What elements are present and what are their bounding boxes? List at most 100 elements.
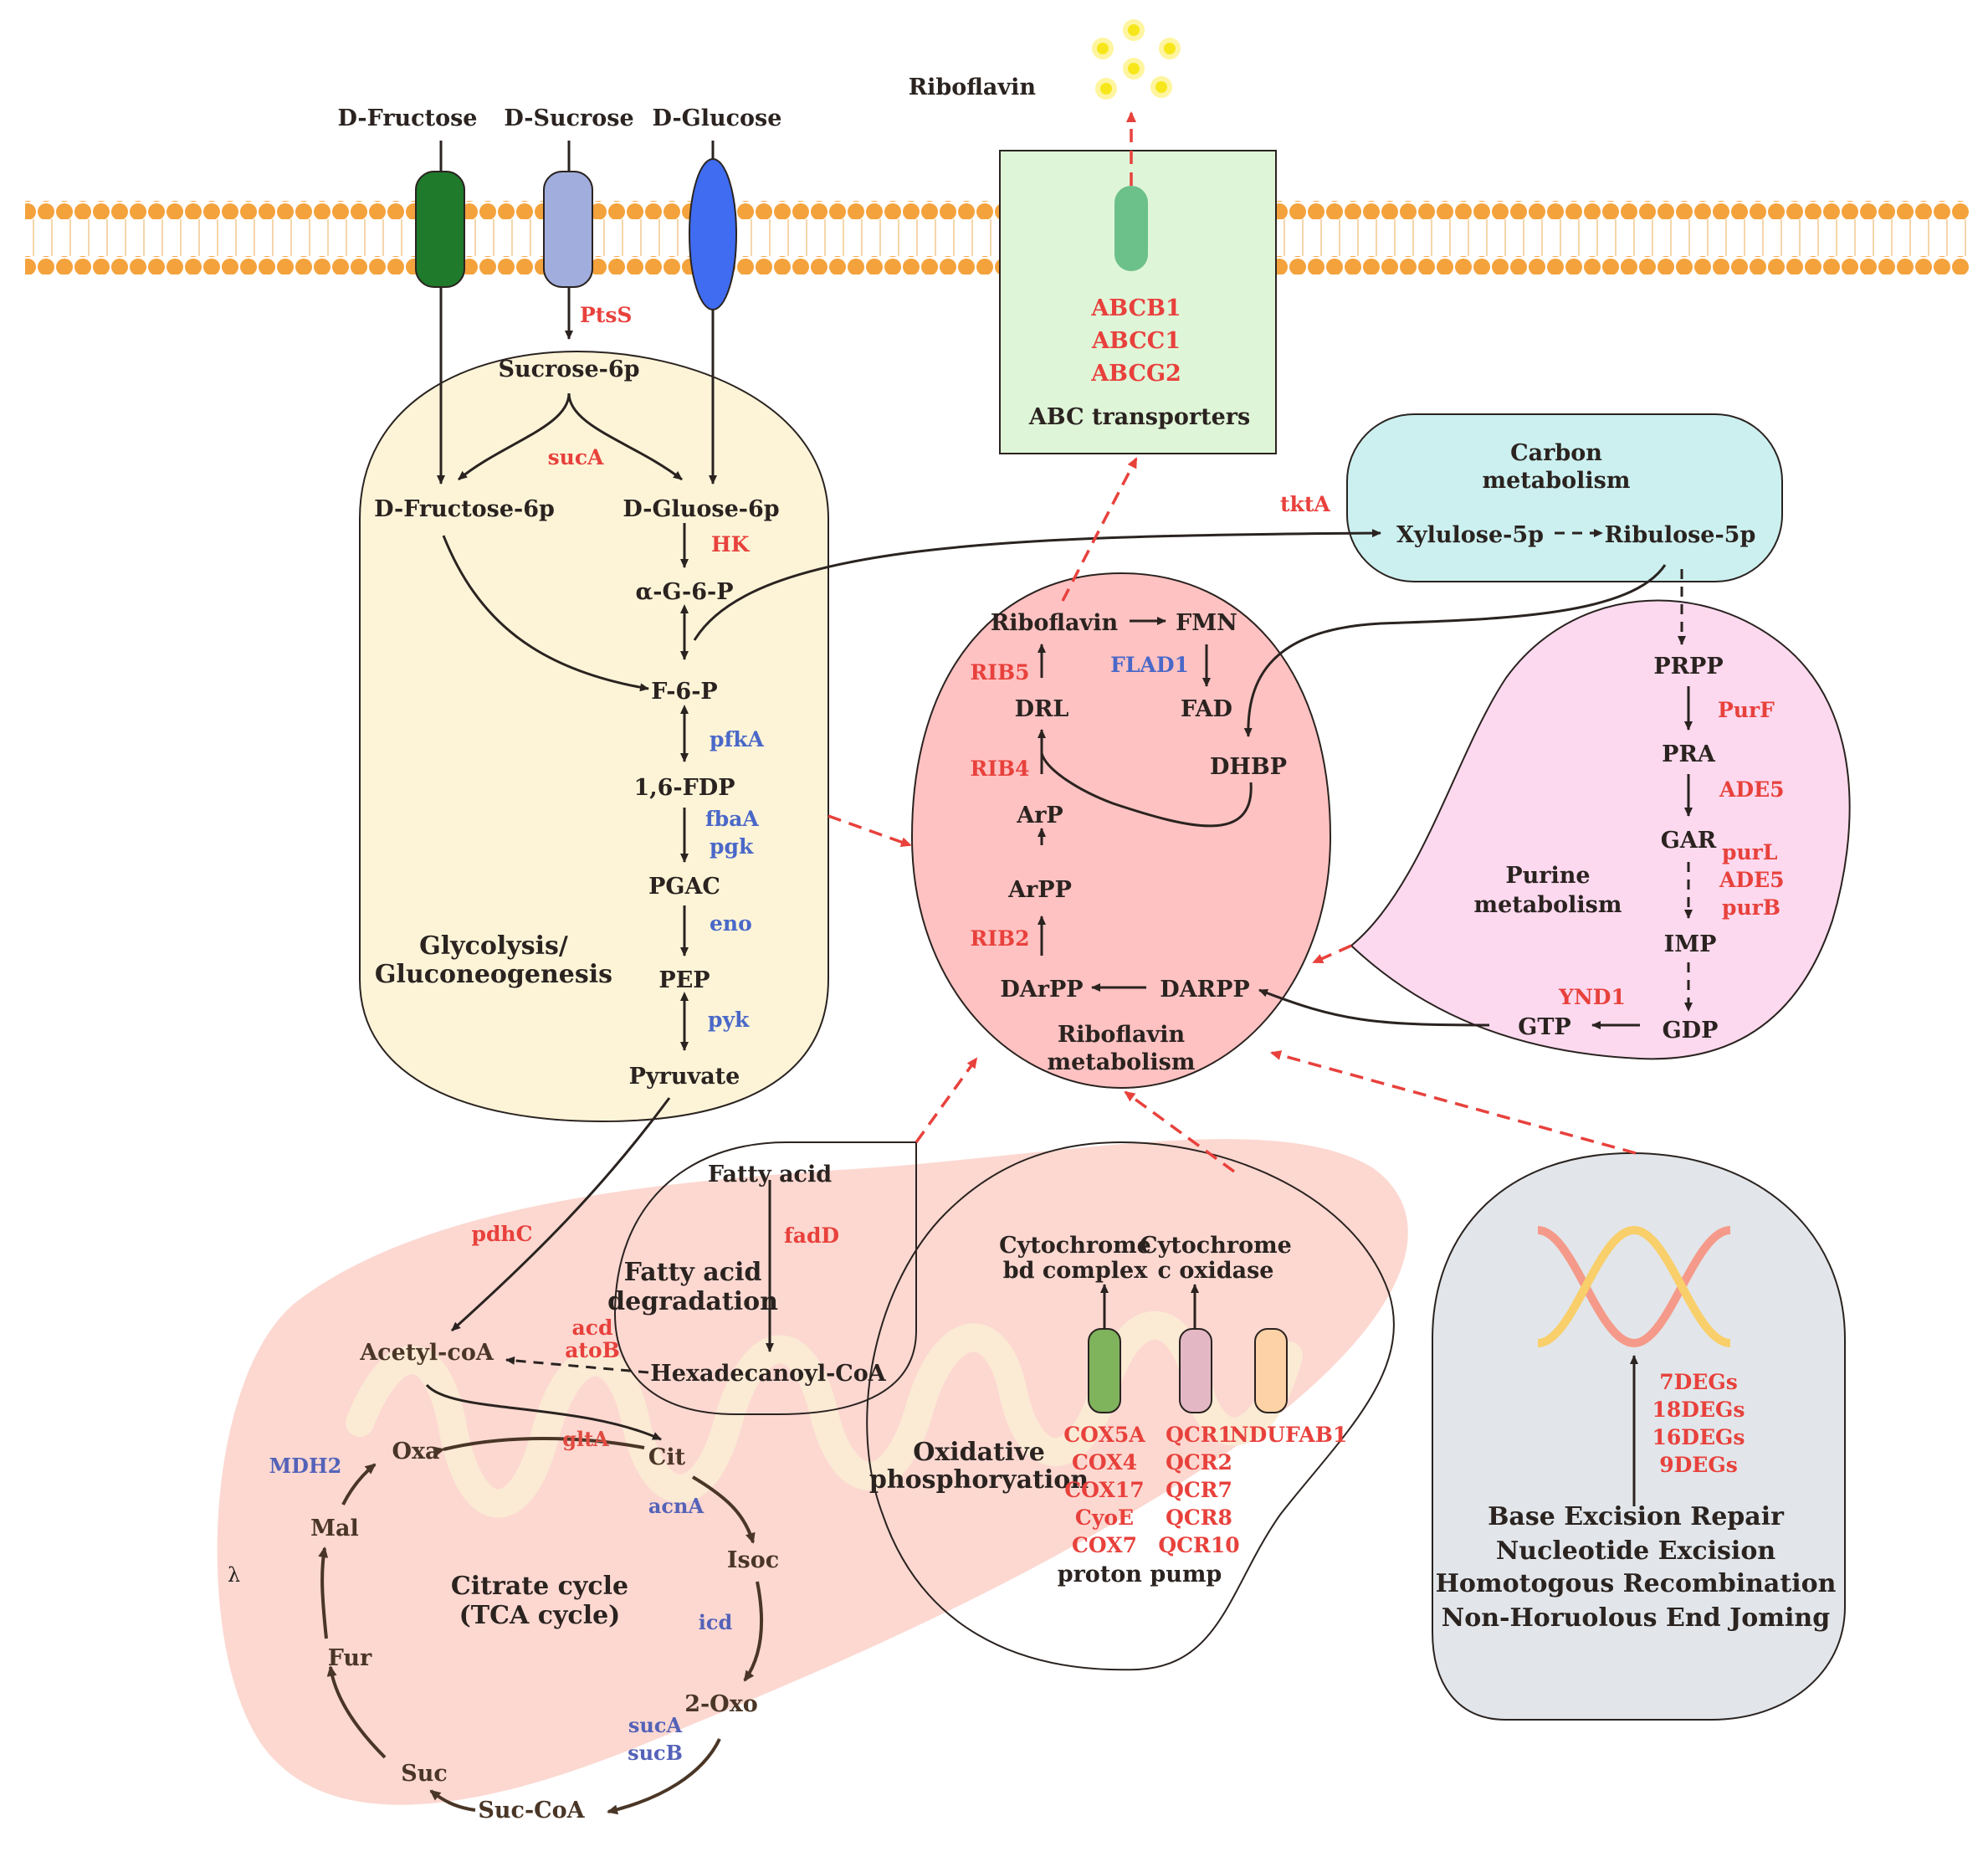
dna-repair-box bbox=[1432, 1151, 1846, 1721]
suc-node: Suc bbox=[401, 1761, 448, 1787]
abc-gene-1: ABCB1 bbox=[1090, 295, 1181, 321]
ade5-gene-2: ADE5 bbox=[1719, 868, 1785, 892]
suc-coa-node: Suc-CoA bbox=[478, 1798, 585, 1823]
rib2-gene: RIB2 bbox=[971, 926, 1030, 951]
cyt-bd-label-2: bd complex bbox=[1003, 1258, 1148, 1284]
qcr-gene-4: QCR8 bbox=[1166, 1505, 1232, 1530]
rib5-gene: RIB5 bbox=[971, 660, 1030, 685]
abc-gene-3: ABCG2 bbox=[1090, 361, 1181, 387]
mito-outer bbox=[217, 1139, 1408, 1805]
dna-pathway-4: Non-Horuolous End Joming bbox=[1442, 1603, 1830, 1633]
oxphos-compartment bbox=[866, 1141, 1395, 1671]
pyk-gene: pyk bbox=[708, 1008, 750, 1032]
glycolysis-title-1: Glycolysis/ bbox=[419, 931, 568, 961]
fmn-node: FMN bbox=[1176, 610, 1237, 636]
d-fructose-6p: D-Fructose-6p bbox=[374, 496, 555, 522]
lambda-mark: λ bbox=[228, 1563, 240, 1587]
d-glucose-6p: D-Gluose-6p bbox=[623, 496, 779, 522]
ndufab1-gene: NDUFAB1 bbox=[1230, 1423, 1348, 1447]
mito-cristae bbox=[346, 1310, 1303, 1518]
degs-1: 7DEGs bbox=[1659, 1370, 1738, 1394]
hk-gene: HK bbox=[711, 532, 751, 557]
ndufab1-complex-icon bbox=[1254, 1328, 1288, 1413]
pdhc-gene: pdhC bbox=[471, 1222, 532, 1246]
drl-node: DRL bbox=[1015, 696, 1069, 722]
membrane-outer-left bbox=[25, 201, 1000, 219]
oxphos-complexes bbox=[1088, 1328, 1288, 1413]
purl-gene: purL bbox=[1722, 840, 1778, 864]
membrane-inner-left bbox=[25, 256, 1000, 274]
mal-node: Mal bbox=[310, 1516, 359, 1541]
oxphos-title-1: Oxidative bbox=[913, 1438, 1045, 1467]
fadd-gene: fadD bbox=[784, 1223, 839, 1248]
glycolysis-title-2: Gluconeogenesis bbox=[375, 960, 612, 989]
d-fructose-label: D-Fructose bbox=[338, 105, 478, 131]
cell-membrane bbox=[25, 201, 1970, 274]
fatty-acid-node: Fatty acid bbox=[708, 1162, 832, 1187]
tca-cycle-arrows bbox=[318, 1437, 763, 1815]
abc-transporters-title: ABC transporters bbox=[1028, 404, 1250, 430]
arpp-node: ArPP bbox=[1007, 877, 1072, 903]
riboflavin-molecules-icon bbox=[1092, 19, 1181, 100]
darpp-left-node: DArPP bbox=[1000, 977, 1083, 1003]
carbon-metabolism-box bbox=[1346, 413, 1783, 582]
purine-metabolism-compartment bbox=[1350, 599, 1851, 1060]
influence-arrows bbox=[827, 111, 1637, 1173]
purine-title-1: Purine bbox=[1505, 863, 1590, 889]
riboflavin-title-2: metabolism bbox=[1048, 1049, 1196, 1075]
hexadecanoyl-coa-node: Hexadecanoyl-CoA bbox=[650, 1361, 887, 1387]
f-6-p: F-6-P bbox=[651, 679, 717, 705]
cit-node: Cit bbox=[648, 1444, 686, 1470]
dashed-arrows bbox=[505, 529, 1693, 1374]
mitochondrion bbox=[217, 1139, 1408, 1805]
fatty-acid-compartment bbox=[613, 1141, 917, 1415]
fatty-title-2: degradation bbox=[607, 1287, 778, 1316]
qcr-gene-2: QCR2 bbox=[1166, 1450, 1232, 1475]
oxa-node: Oxa bbox=[392, 1439, 439, 1464]
dna-pathway-3: Homotogous Recombination bbox=[1436, 1569, 1837, 1598]
cox-gene-1: COX5A bbox=[1063, 1423, 1145, 1447]
cyt-c-label-2: c oxidase bbox=[1158, 1258, 1274, 1284]
abc-channel bbox=[1114, 186, 1148, 271]
sucrose-transporter bbox=[543, 171, 593, 288]
acd-gene: acd bbox=[572, 1316, 613, 1340]
degs-4: 9DEGs bbox=[1659, 1453, 1738, 1477]
cox-gene-5: COX7 bbox=[1072, 1533, 1137, 1557]
glucose-transporter bbox=[689, 158, 737, 310]
darpp-right-node: DARPP bbox=[1160, 977, 1249, 1003]
fdp: 1,6-FDP bbox=[633, 775, 735, 801]
cytochrome-c-oxidase-icon bbox=[1179, 1328, 1212, 1413]
riboflavin-metabolism-compartment bbox=[910, 572, 1332, 1090]
purb-gene: purB bbox=[1722, 895, 1780, 920]
ribulose-5p: Ribulose-5p bbox=[1605, 522, 1756, 548]
imp-node: IMP bbox=[1664, 931, 1717, 957]
flad1-gene: FLAD1 bbox=[1110, 653, 1189, 677]
fatty-title-1: Fatty acid bbox=[624, 1258, 762, 1287]
sugar-transporters bbox=[415, 141, 737, 310]
d-glucose-label: D-Glucose bbox=[653, 105, 782, 131]
degs-3: 16DEGs bbox=[1652, 1425, 1745, 1449]
dhbp-node: DHBP bbox=[1210, 754, 1287, 780]
membrane-outer-right bbox=[1276, 201, 1970, 219]
cytochrome-bd-complex-icon bbox=[1088, 1328, 1121, 1413]
acetyl-coa-node: Acetyl-coA bbox=[359, 1340, 494, 1366]
sucrose-6p: Sucrose-6p bbox=[498, 356, 639, 382]
abc-gene-2: ABCC1 bbox=[1091, 328, 1181, 354]
ptss-label: PtsS bbox=[580, 303, 632, 327]
dna-pathway-2: Nucleotide Excision bbox=[1496, 1536, 1775, 1566]
gar-node: GAR bbox=[1661, 828, 1717, 854]
2-oxo-node: 2-Oxo bbox=[684, 1691, 758, 1717]
d-sucrose-label: D-Sucrose bbox=[504, 105, 633, 131]
prpp-node: PRPP bbox=[1653, 654, 1723, 680]
oxphos-title-2: phosphoryation bbox=[869, 1465, 1089, 1495]
ade5-gene: ADE5 bbox=[1719, 777, 1785, 802]
dna-helix-icon bbox=[1537, 1225, 1731, 1348]
qcr-gene-1: QCR1 bbox=[1166, 1423, 1232, 1447]
alpha-g-6-p: α-G-6-P bbox=[635, 579, 733, 605]
suca-gene-tca: sucA bbox=[628, 1713, 683, 1737]
fbaa-gene: fbaA bbox=[705, 807, 759, 831]
fad-node: FAD bbox=[1181, 696, 1232, 722]
qcr-gene-5: QCR10 bbox=[1158, 1533, 1239, 1557]
dna-pathway-1: Base Excision Repair bbox=[1488, 1502, 1785, 1531]
